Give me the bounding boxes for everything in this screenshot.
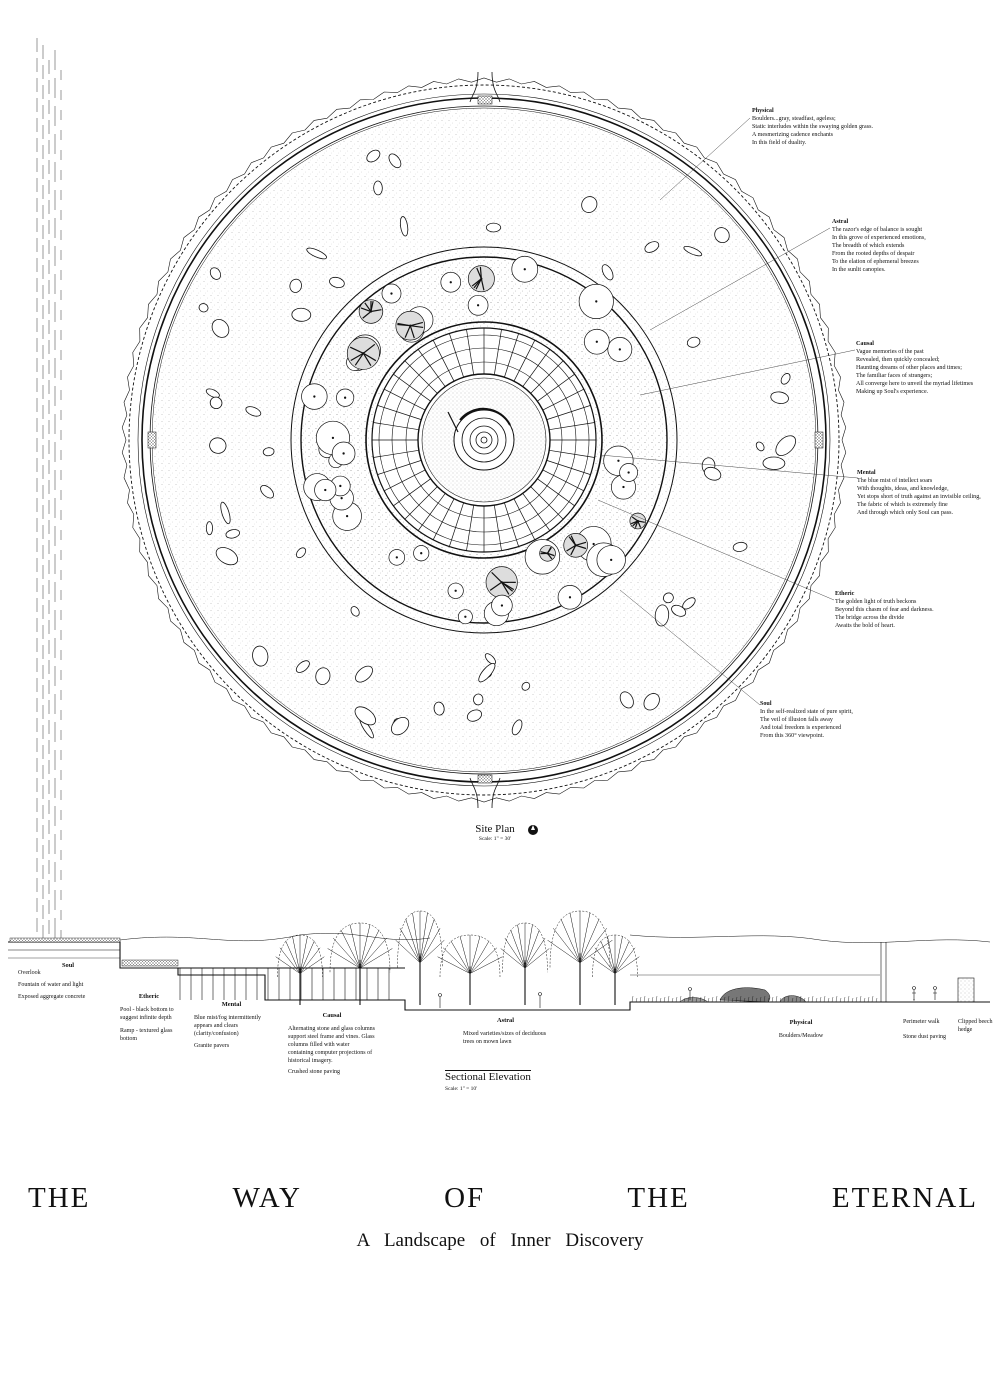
- annotation-line: Revealed, then quickly concealed;: [856, 357, 940, 364]
- title-word: ETERNAL: [831, 1182, 978, 1214]
- annotation-line: In this field of duality.: [752, 140, 807, 147]
- section-label-mental: Mental Blue mist/fog intermittently appe…: [194, 1001, 269, 1051]
- annotation-mental: Mental The blue mist of intellect soars …: [857, 469, 981, 517]
- section-label-line: Blue mist/fog intermittently appears and…: [194, 1015, 261, 1037]
- section-label-soul: Soul Overlook Fountain of water and ligh…: [18, 962, 118, 1002]
- section-label-title: Etheric: [138, 993, 160, 1000]
- section-label-line: Boulders/Meadow: [778, 1033, 824, 1040]
- annotation-line: From this 360° viewpoint.: [760, 733, 825, 740]
- annotation-line: The razor's edge of balance is sought: [832, 227, 923, 234]
- title-word: THE: [28, 1182, 91, 1214]
- page-subtitle: A Landscape of Inner Discovery: [356, 1230, 644, 1251]
- section-label-perimeter: Perimeter walk Stone dust paving: [903, 1019, 963, 1042]
- annotation-line: The blue mist of intellect soars: [857, 478, 933, 485]
- section-title: Sectional Elevation: [445, 1070, 531, 1083]
- title-word: THE: [627, 1182, 690, 1214]
- annotation-line: Yet stops short of truth against an invi…: [857, 494, 981, 501]
- annotation-causal: Causal Vague memories of the past Reveal…: [856, 340, 973, 396]
- annotation-line: The fabric of which is extremely fine: [857, 502, 948, 509]
- annotation-title: Physical: [752, 108, 774, 114]
- section-label-astral: Astral Mixed varieties/sizes of deciduou…: [463, 1017, 548, 1047]
- section-label-title: Astral: [496, 1017, 515, 1024]
- section-scale: Scale: 1" = 10': [445, 1086, 478, 1092]
- section-label-line: Alternating stone and glass columns supp…: [288, 1026, 375, 1064]
- section-label-title: Mental: [221, 1001, 242, 1008]
- section-label-line: Mixed varieties/sizes of deciduous trees…: [463, 1031, 547, 1046]
- section-label-hedge: Clipped beech hedge: [958, 1019, 994, 1035]
- section-label-line: Fountain of water and light: [18, 982, 84, 989]
- section-label-title: Soul: [61, 962, 75, 969]
- annotation-line: And total freedom is experienced: [760, 725, 842, 732]
- page-title: THE WAY OF THE ETERNAL: [28, 1182, 978, 1222]
- section-label-line: Exposed aggregate concrete: [18, 993, 86, 1000]
- section-label-causal: Causal Alternating stone and glass colum…: [288, 1012, 376, 1077]
- annotation-line: To the elation of ephemeral breezes: [832, 259, 919, 266]
- annotation-line: The golden light of truth beckons: [835, 599, 917, 606]
- annotation-physical: Physical Boulders...gray, steadfast, age…: [752, 107, 873, 147]
- annotation-line: With thoughts, ideas, and knowledge,: [857, 486, 949, 493]
- annotation-title: Causal: [856, 341, 874, 347]
- section-caption: Sectional Elevation Scale: 1" = 10': [445, 1067, 545, 1092]
- annotation-line: Vague memories of the past: [856, 349, 924, 356]
- annotation-title: Soul: [760, 701, 772, 707]
- section-label-line: Overlook: [18, 970, 41, 977]
- section-label-physical: Physical Boulders/Meadow: [766, 1019, 836, 1041]
- annotation-line: Boulders...gray, steadfast, ageless;: [752, 116, 836, 123]
- site-plan: [121, 71, 847, 809]
- annotation-line: All converge here to unveil the myriad l…: [856, 381, 974, 388]
- section-label-line: Clipped beech hedge: [958, 1019, 993, 1033]
- annotation-leaders: [597, 117, 859, 706]
- section-label-etheric: Etheric Pool - black bottom to suggest i…: [120, 993, 178, 1044]
- annotation-line: The bridge across the divide: [835, 615, 905, 622]
- annotation-line: Awaits the bold of heart.: [835, 623, 895, 630]
- section-label-line: Perimeter walk: [903, 1019, 940, 1025]
- section-label-title: Causal: [322, 1012, 342, 1019]
- title-word: WAY: [232, 1182, 302, 1214]
- annotation-etheric: Etheric The golden light of truth beckon…: [835, 590, 934, 630]
- section-label-line: Ramp - textured glass bottom: [120, 1027, 173, 1042]
- annotation-line: And through which only Soul can pass.: [857, 510, 953, 517]
- annotation-title: Etheric: [835, 591, 855, 597]
- annotation-soul: Soul In the self-realized state of pure …: [760, 700, 853, 740]
- annotation-line: Beyond this chasm of fear and darkness.: [835, 607, 934, 614]
- section-label-line: Pool - black bottom to suggest infinite …: [120, 1007, 174, 1022]
- annotation-line: Haunting dreams of other places and time…: [856, 365, 962, 372]
- section-label-title: Physical: [789, 1019, 813, 1026]
- annotation-title: Astral: [832, 219, 849, 225]
- annotation-line: From the rooted depths of despair: [832, 251, 915, 258]
- annotation-line: A mesmerizing cadence enchants: [752, 132, 834, 139]
- annotation-line: Making up Soul's experience.: [856, 389, 929, 396]
- north-arrow-icon: [528, 825, 538, 835]
- section-label-line: Granite pavers: [194, 1042, 230, 1049]
- annotation-line: In the sunlit canopies.: [832, 267, 886, 274]
- title-word: OF: [444, 1182, 486, 1214]
- annotation-line: In this grove of experienced emotions,: [832, 235, 926, 242]
- fountain-column: [36, 38, 62, 942]
- annotation-astral: Astral The razor's edge of balance is so…: [832, 218, 926, 274]
- site-plan-caption: Site Plan Scale: 1" = 30': [465, 823, 525, 842]
- site-plan-title: Site Plan: [475, 823, 515, 835]
- section-label-line: Stone dust paving: [903, 1033, 946, 1040]
- site-plan-scale: Scale: 1" = 30': [478, 836, 512, 842]
- section-label-line: Crushed stone paving: [288, 1069, 340, 1076]
- annotation-line: In the self-realized state of pure spiri…: [760, 709, 853, 716]
- sectional-elevation: [8, 910, 991, 1011]
- annotation-line: The veil of illusion falls away: [760, 717, 833, 724]
- annotation-line: The familiar faces of strangers;: [856, 373, 933, 380]
- annotation-title: Mental: [857, 470, 876, 476]
- annotation-line: Static interludes within the swaying gol…: [752, 124, 874, 131]
- annotation-line: The breadth of which extends: [832, 243, 905, 250]
